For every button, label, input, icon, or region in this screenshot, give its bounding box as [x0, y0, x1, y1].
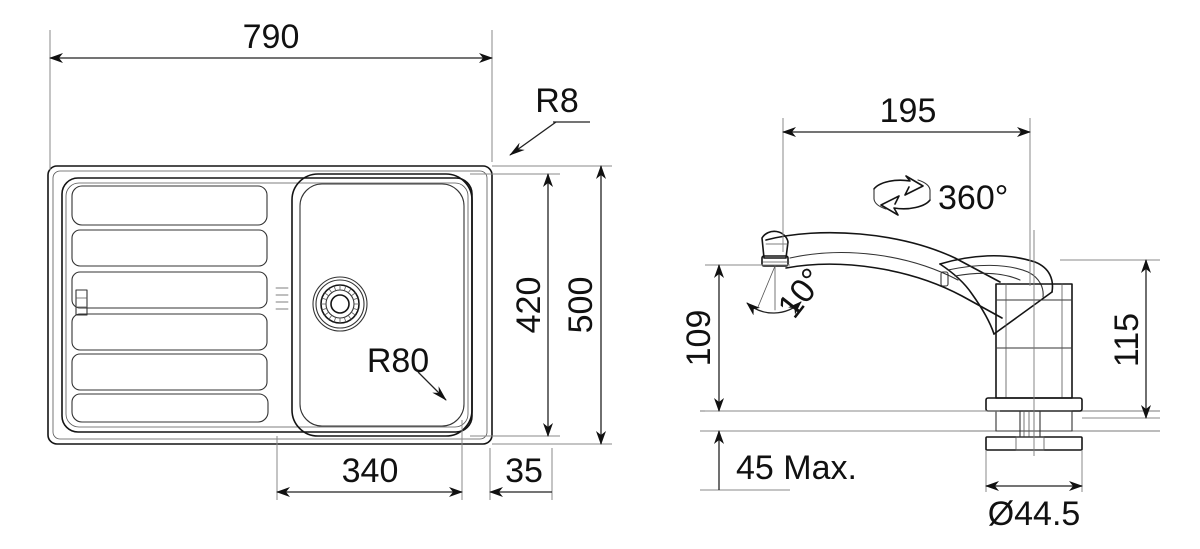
dim-aerator-angle-10: 10° [746, 261, 833, 325]
sink-inner-outline-offset [65, 182, 469, 428]
drainer-groove [71, 313, 268, 351]
dim-worktop-thickness-45: 45 Max. [700, 430, 960, 491]
dim-label-195: 195 [880, 92, 937, 130]
tap-aerator [761, 230, 790, 267]
dim-label-35: 35 [505, 452, 543, 490]
dim-label-r80: R80 [367, 342, 429, 380]
dim-label-115: 115 [1108, 313, 1146, 367]
dim-label-10-deg: 10° [771, 261, 833, 325]
leader-r8: R8 [509, 82, 590, 156]
drainer-grooves [71, 185, 269, 423]
leader-line-r8 [509, 121, 557, 156]
tap-lever-handle [939, 254, 1054, 335]
leader-line-r80 [417, 371, 447, 401]
dim-label-340: 340 [342, 452, 399, 490]
dim-label-45-max: 45 Max. [736, 449, 857, 487]
dim-overall-depth-500: 500 [492, 165, 612, 445]
dim-label-500: 500 [562, 277, 600, 334]
dim-base-diameter-445: Ø44.5 [985, 450, 1083, 533]
dim-label-109: 109 [680, 310, 718, 367]
sink-bowl-outline [291, 173, 473, 437]
tap-spout-inner [785, 263, 1003, 319]
rotation-arrow-icon [873, 175, 931, 216]
dim-label-r8: R8 [535, 82, 578, 120]
drainer-groove [71, 229, 268, 267]
dim-label-360: 360° [938, 179, 1008, 217]
dim-right-margin-35: 35 [489, 448, 553, 500]
dim-spout-reach-195: 195 [782, 92, 1031, 286]
dim-label-445: Ø44.5 [988, 495, 1081, 533]
sink-plan-view: 790 R8 420 500 [47, 18, 612, 500]
lever-lower-edge [939, 263, 995, 335]
sink-bowl-base-outline [299, 183, 465, 427]
lever-shade-line [954, 272, 1021, 281]
swivel-360-annotation: 360° [873, 175, 1008, 217]
basket-strainer-waste [312, 276, 368, 332]
lever-top-edge [939, 254, 1054, 293]
angle-arc-10 [746, 301, 802, 316]
tap-elevation-view: 195 360° 10° [680, 92, 1160, 533]
lever-bottom-line [993, 291, 1053, 335]
leader-r80: R80 [367, 342, 447, 401]
dim-body-height-115: 115 [1060, 259, 1160, 419]
dim-bowl-width-340: 340 [276, 420, 463, 500]
drainer-groove [71, 185, 268, 226]
strainer-slots [320, 284, 360, 324]
dim-label-790: 790 [243, 18, 300, 56]
dim-bowl-depth-420: 420 [470, 173, 560, 437]
angle-tilt-line [757, 265, 776, 308]
tap-spout-highlight [789, 252, 959, 281]
drain-channel-ribs [275, 287, 289, 310]
drainer-groove [71, 393, 269, 423]
drainer-groove [71, 271, 268, 309]
drainer-groove [71, 353, 268, 391]
threaded-stud [1019, 410, 1041, 438]
dim-label-420: 420 [510, 277, 548, 334]
dim-spout-height-109: 109 [680, 264, 1000, 412]
overflow-slot-icon [75, 289, 88, 316]
sink-rim-inner-line [52, 170, 488, 440]
lever-inner-contour [947, 264, 1044, 298]
fixing-nut [1015, 436, 1045, 451]
sink-outer-rim [47, 165, 493, 445]
dim-overall-width-790: 790 [49, 18, 493, 170]
tap-spout-outer [765, 231, 1001, 283]
lever-pivot-detail [940, 271, 949, 287]
